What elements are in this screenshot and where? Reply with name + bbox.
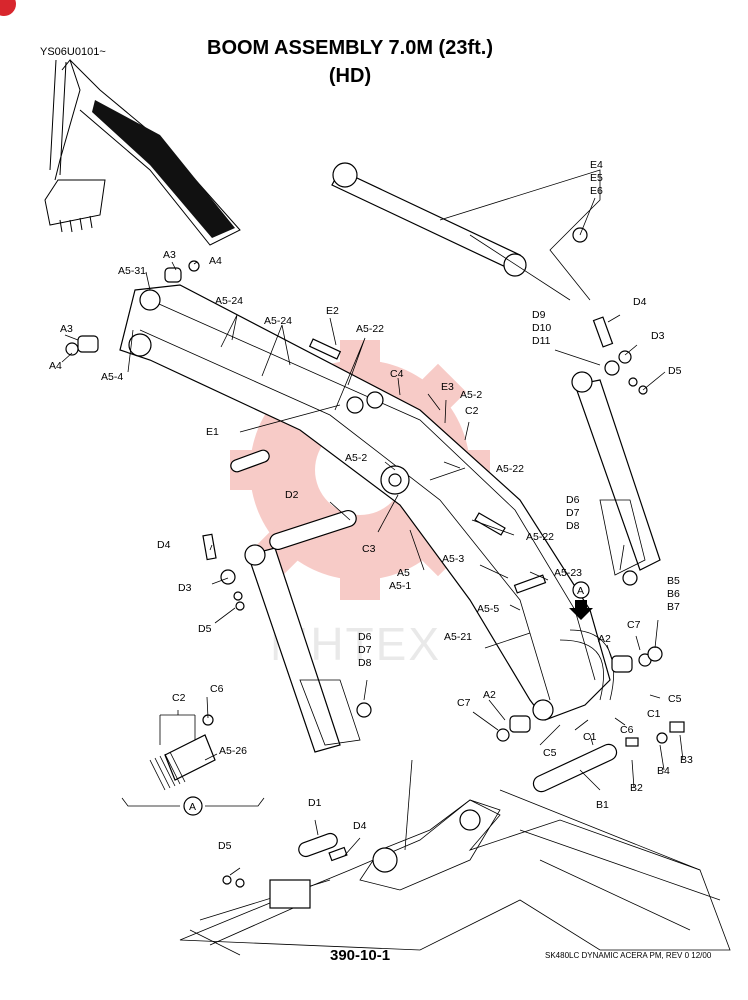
label-a5-1: A5-1 [389,580,411,592]
label-a5-22-mid: A5-22 [496,463,524,475]
label-d5-right: D5 [668,365,682,377]
bushing-a3-top [164,267,182,283]
label-a5-24-a: A5-24 [215,295,243,307]
label-a4-top: A4 [209,255,222,267]
title-line-2: (HD) [328,65,372,87]
label-a2-right: A2 [598,633,611,645]
label-e3: E3 [441,381,454,393]
label-e4: E4 [590,159,603,171]
page-title: BOOM ASSEMBLY 7.0M (23ft.) (HD) [150,34,550,90]
label-d2: D2 [285,489,299,501]
label-a5-24-b: A5-24 [264,315,292,327]
revision-note: SK480LC DYNAMIC ACERA PM, REV 0 12/00 [545,951,712,960]
boom-cylinder-left [202,533,372,753]
label-d1: D1 [308,797,322,809]
label-b6: B6 [667,588,680,600]
pin-d2 [269,509,357,551]
bushing-a2-right [611,655,633,673]
label-d5-left: D5 [198,623,212,635]
leader-lines [61,197,684,876]
label-d6-right: D6 [566,494,580,506]
detail-a-marker [183,796,203,816]
label-a5: A5 [397,567,410,579]
label-d4-right: D4 [633,296,647,308]
arrow-a-indicator [569,581,593,620]
label-d10: D10 [532,322,551,334]
loose-pins [65,260,663,858]
label-a5-23: A5-23 [554,567,582,579]
label-c2-detail: C2 [172,692,186,704]
label-c5-low: C5 [543,747,557,759]
label-d3-left: D3 [178,582,192,594]
label-d11: D11 [532,335,551,347]
label-b7: B7 [667,601,680,613]
label-b4: B4 [657,765,670,777]
label-c7-right: C7 [627,619,641,631]
label-a2-low: A2 [483,689,496,701]
bushing-a2-low [509,715,531,733]
corner-badge-icon [0,0,16,16]
pin-e1 [230,449,270,473]
label-c7-low: C7 [457,697,471,709]
label-c3: C3 [362,543,376,555]
label-a4-left: A4 [49,360,62,372]
label-arrow-a: A [577,585,584,597]
bushing-a3-left [77,335,99,353]
label-e2: E2 [326,305,339,317]
label-a5-2-right: A5-2 [460,389,482,401]
page-number: 390-10-1 [330,947,391,964]
label-c6-detail: C6 [210,683,224,695]
label-e1: E1 [206,426,219,438]
label-a5-3: A5-3 [442,553,464,565]
label-c5-right: C5 [668,693,682,705]
label-a5-5: A5-5 [477,603,499,615]
label-b1: B1 [596,799,609,811]
label-a5-4: A5-4 [101,371,123,383]
label-d4-left: D4 [157,539,171,551]
label-a5-22-top: A5-22 [356,323,384,335]
label-c1-right: C1 [647,708,661,720]
label-c6-low: C6 [620,724,634,736]
part-labels: E4 E5 E6 A3 A4 A5-31 A5-24 A5-24 E2 A5-2… [49,159,693,852]
label-d4-bottom: D4 [353,820,367,832]
label-detail-a: A [189,801,196,813]
arm-cylinder [331,162,601,301]
boom-pin-boss-tip [532,699,554,721]
boom-pin-boss-top [139,289,161,311]
label-b2: B2 [630,782,643,794]
label-a5-2-left: A5-2 [345,452,367,464]
label-d9: D9 [532,309,546,321]
label-c4: C4 [390,368,404,380]
label-d8-left: D8 [358,657,372,669]
pin-b1 [532,743,618,793]
label-a3-top: A3 [163,249,176,261]
label-d8-right: D8 [566,520,580,532]
label-d6-left: D6 [358,631,372,643]
label-b3: B3 [680,754,693,766]
label-d7-left: D7 [358,644,372,656]
label-a5-22-low: A5-22 [526,531,554,543]
label-a5-26: A5-26 [219,745,247,757]
excavator-thumbnail [44,58,241,246]
reference-code: YS06U0101~ [40,46,106,58]
label-c1-low: C1 [583,731,597,743]
label-e5: E5 [590,172,603,184]
label-c2-mid: C2 [465,405,479,417]
upper-frame [179,721,731,956]
title-line-1: BOOM ASSEMBLY 7.0M (23ft.) [207,37,493,59]
label-d3-right: D3 [651,330,665,342]
label-e6: E6 [590,185,603,197]
label-a5-21: A5-21 [444,631,472,643]
detail-a-view [121,710,265,816]
boom-pin-boss-foot [128,333,152,357]
label-d7-right: D7 [566,507,580,519]
label-a5-31: A5-31 [118,265,146,277]
label-a3-left: A3 [60,323,73,335]
pin-d1 [298,832,338,858]
label-b5: B5 [667,575,680,587]
boom-cylinder-right [571,316,661,586]
label-d5-bottom: D5 [218,840,232,852]
